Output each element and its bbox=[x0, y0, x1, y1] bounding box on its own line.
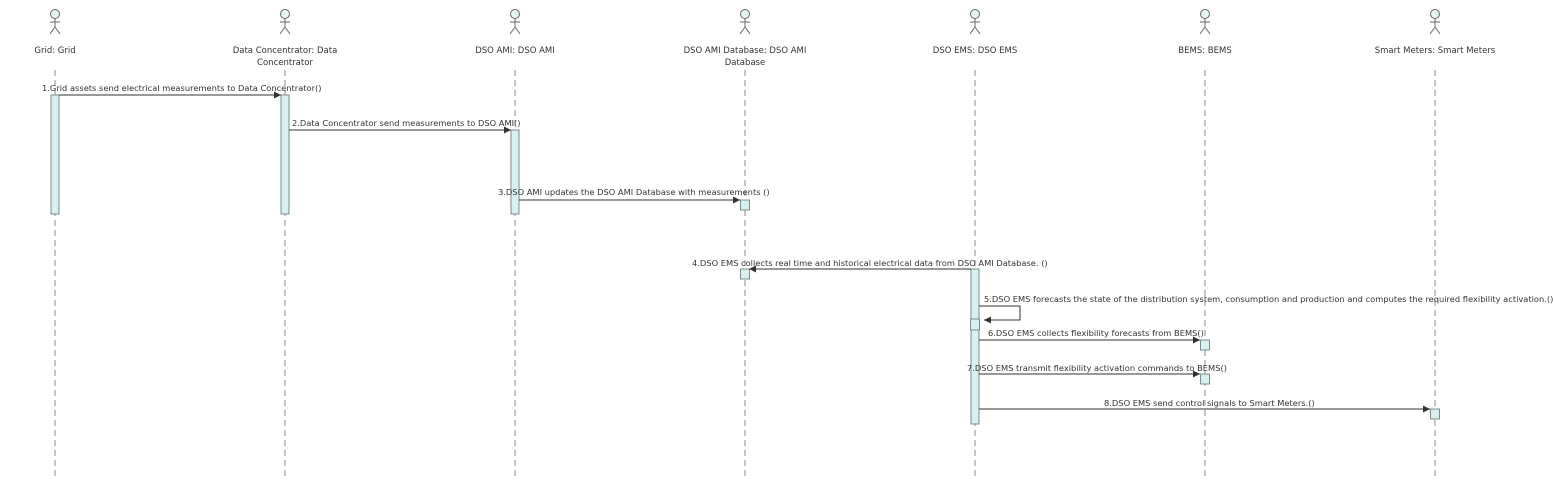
actor-leg-right bbox=[514, 26, 521, 35]
actor-label-dso-ami-database: DSO AMI Database: DSO AMI Database bbox=[683, 46, 807, 68]
actor-label-dso-ami: DSO AMI: DSO AMI bbox=[475, 46, 555, 56]
actor-label-grid: Grid: Grid bbox=[34, 46, 76, 56]
actor-label-dso-ems: DSO EMS: DSO EMS bbox=[932, 46, 1018, 56]
actor-figure-amidb bbox=[739, 9, 751, 35]
activation-bar-ems bbox=[970, 318, 980, 331]
messages-layer bbox=[59, 91, 1430, 413]
activation-bar-ami bbox=[510, 129, 520, 215]
actor-figure-grid bbox=[49, 9, 61, 35]
message-label-4: 4.DSO EMS collects real time and histori… bbox=[692, 258, 1048, 268]
message-label-7: 7.DSO EMS transmit flexibility activatio… bbox=[967, 363, 1227, 373]
message-label-6: 6.DSO EMS collects flexibility forecasts… bbox=[988, 328, 1204, 338]
actor-label-data-concentrator: Data Concentrator: Data Concentrator bbox=[232, 46, 338, 68]
activation-bar-dc bbox=[280, 94, 290, 215]
actor-head bbox=[740, 9, 750, 19]
activation-bar-bems bbox=[1200, 339, 1210, 351]
actor-leg-right bbox=[744, 26, 751, 35]
actor-figure-dc bbox=[279, 9, 291, 35]
actor-leg-left bbox=[739, 26, 746, 35]
actor-leg-left bbox=[969, 26, 976, 35]
actor-leg-right bbox=[974, 26, 981, 35]
activations-layer bbox=[50, 94, 1440, 425]
actor-head bbox=[510, 9, 520, 19]
actor-leg-left bbox=[1199, 26, 1206, 35]
actor-leg-left bbox=[1429, 26, 1436, 35]
actor-leg-right bbox=[284, 26, 291, 35]
message-label-2: 2.Data Concentrator send measurements to… bbox=[292, 118, 521, 128]
message-label-1: 1.Grid assets send electrical measuremen… bbox=[42, 83, 322, 93]
actor-head bbox=[970, 9, 980, 19]
activation-bar-bems bbox=[1200, 373, 1210, 385]
actor-head bbox=[1430, 9, 1440, 19]
message-label-8: 8.DSO EMS send control signals to Smart … bbox=[1104, 398, 1315, 408]
actor-figure-ami bbox=[509, 9, 521, 35]
actor-label-bems: BEMS: BEMS bbox=[1178, 46, 1232, 56]
actor-leg-right bbox=[1204, 26, 1211, 35]
activation-bar-ems bbox=[970, 268, 980, 425]
actor-head bbox=[1200, 9, 1210, 19]
actor-figure-bems bbox=[1199, 9, 1211, 35]
activation-bar-amidb bbox=[740, 268, 750, 280]
actor-head bbox=[280, 9, 290, 19]
activation-bar-sm bbox=[1430, 408, 1440, 420]
actor-leg-left bbox=[279, 26, 286, 35]
actor-leg-right bbox=[1434, 26, 1441, 35]
message-label-5: 5.DSO EMS forecasts the state of the dis… bbox=[984, 294, 1553, 304]
actor-figure-sm bbox=[1429, 9, 1441, 35]
actor-leg-left bbox=[49, 26, 56, 35]
activation-bar-grid bbox=[50, 94, 60, 215]
actor-label-smart-meters: Smart Meters: Smart Meters bbox=[1374, 46, 1496, 56]
actors-layer bbox=[49, 9, 1441, 35]
actor-figure-ems bbox=[969, 9, 981, 35]
actor-head bbox=[50, 9, 60, 19]
activation-bar-amidb bbox=[740, 199, 750, 211]
message-arrow-5 bbox=[979, 305, 1021, 324]
actor-leg-left bbox=[509, 26, 516, 35]
message-label-3: 3.DSO AMI updates the DSO AMI Database w… bbox=[498, 187, 770, 197]
actor-leg-right bbox=[54, 26, 61, 35]
